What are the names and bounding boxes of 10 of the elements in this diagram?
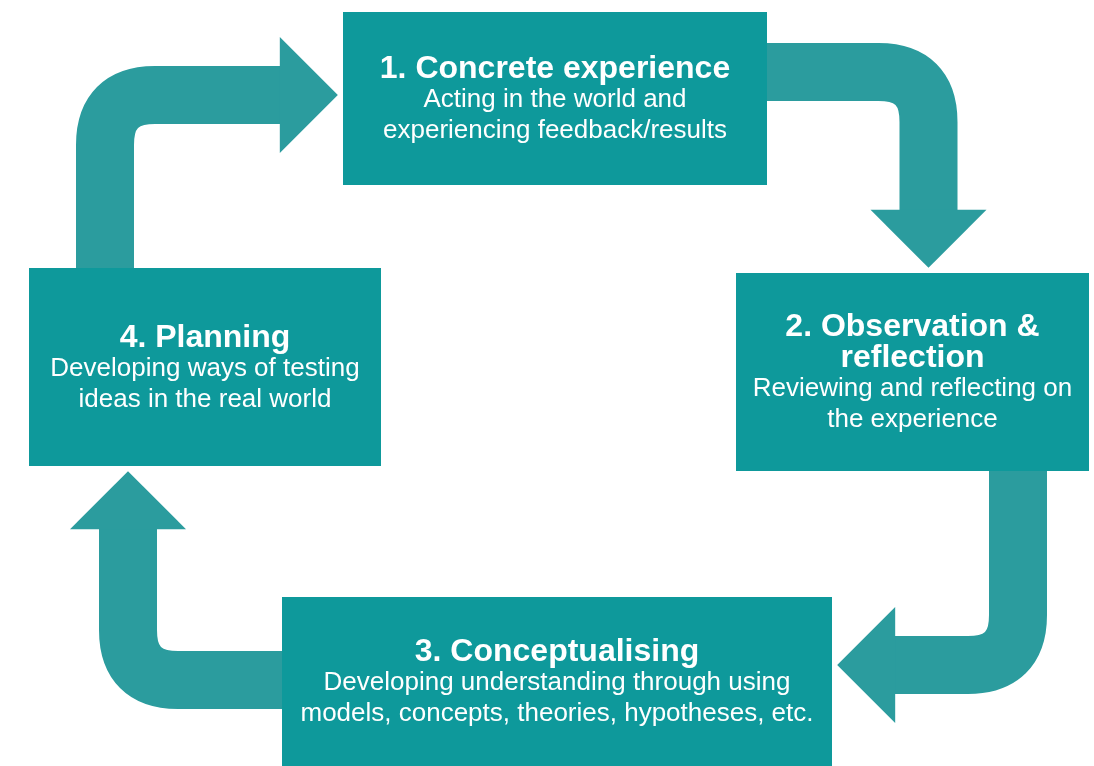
process-box [29, 268, 381, 466]
process-box [282, 597, 832, 766]
arrow [70, 471, 282, 709]
step-heading: 3. Conceptualising [414, 635, 700, 666]
step-heading: 2. Observation & reflection [784, 310, 1041, 372]
step-description: Reviewing and reflecting on the experience [751, 372, 1074, 434]
process-box [343, 12, 767, 185]
step-heading: 1. Concrete experience [379, 52, 731, 83]
step-heading: 4. Planning [119, 320, 291, 352]
process-box [736, 273, 1089, 471]
